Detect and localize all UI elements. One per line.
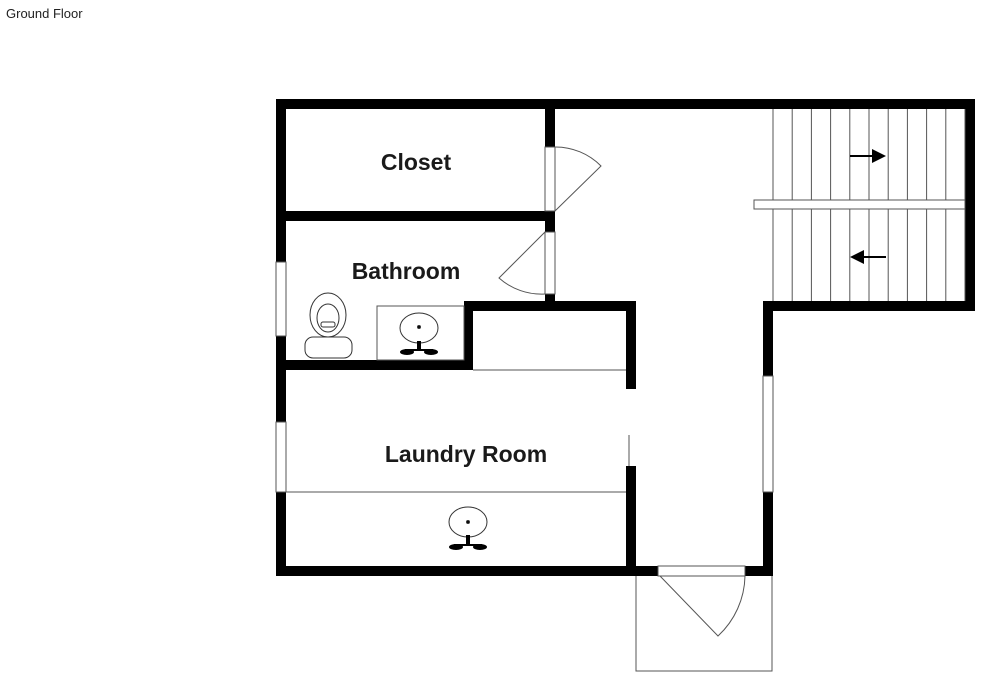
floor-title: Ground Floor (6, 6, 83, 21)
wall-bottom-right (745, 566, 773, 576)
wall-laundry-right-upper (626, 301, 636, 389)
sink-icon (448, 506, 488, 550)
stairs[interactable] (753, 109, 966, 301)
arrow-left-icon (850, 250, 886, 264)
bathroom-vanity (376, 305, 465, 361)
window-bathroom (275, 261, 287, 337)
wall-stairs-bottom (763, 301, 975, 311)
wall-laundry-right-lower (626, 466, 636, 576)
window-laundry (275, 421, 287, 493)
wall-bottom (276, 566, 658, 576)
stair-arrows (850, 149, 886, 264)
closet-door-swing[interactable] (554, 146, 602, 212)
arrow-right-icon (850, 149, 886, 163)
wall-closet-bathroom (276, 211, 555, 221)
wall-cupboard-top (464, 301, 636, 311)
entry-porch (635, 576, 773, 672)
stair-treads (772, 109, 966, 301)
stairs-landing (753, 199, 966, 210)
closet-door-gap (544, 146, 556, 212)
window-hall (762, 375, 774, 493)
windows (275, 146, 774, 493)
bathroom-door-gap (544, 231, 556, 295)
wall-cupboard-left (464, 301, 473, 370)
room-label-closet: Closet (381, 149, 452, 175)
sink-icon (399, 312, 439, 355)
doors (498, 146, 773, 672)
wall-left (276, 99, 286, 576)
wall-bathroom-bottom (276, 360, 472, 370)
room-label-bathroom: Bathroom (352, 258, 461, 284)
fixtures-lines (286, 305, 630, 493)
toilet-icon (304, 292, 353, 359)
room-label-laundry: Laundry Room (385, 441, 547, 467)
wall-top (276, 99, 975, 109)
entry-door-swing[interactable] (659, 575, 746, 637)
wall-stairs-right (965, 99, 975, 311)
bathroom-door-swing[interactable] (498, 231, 546, 295)
entry-door-gap (657, 565, 746, 577)
